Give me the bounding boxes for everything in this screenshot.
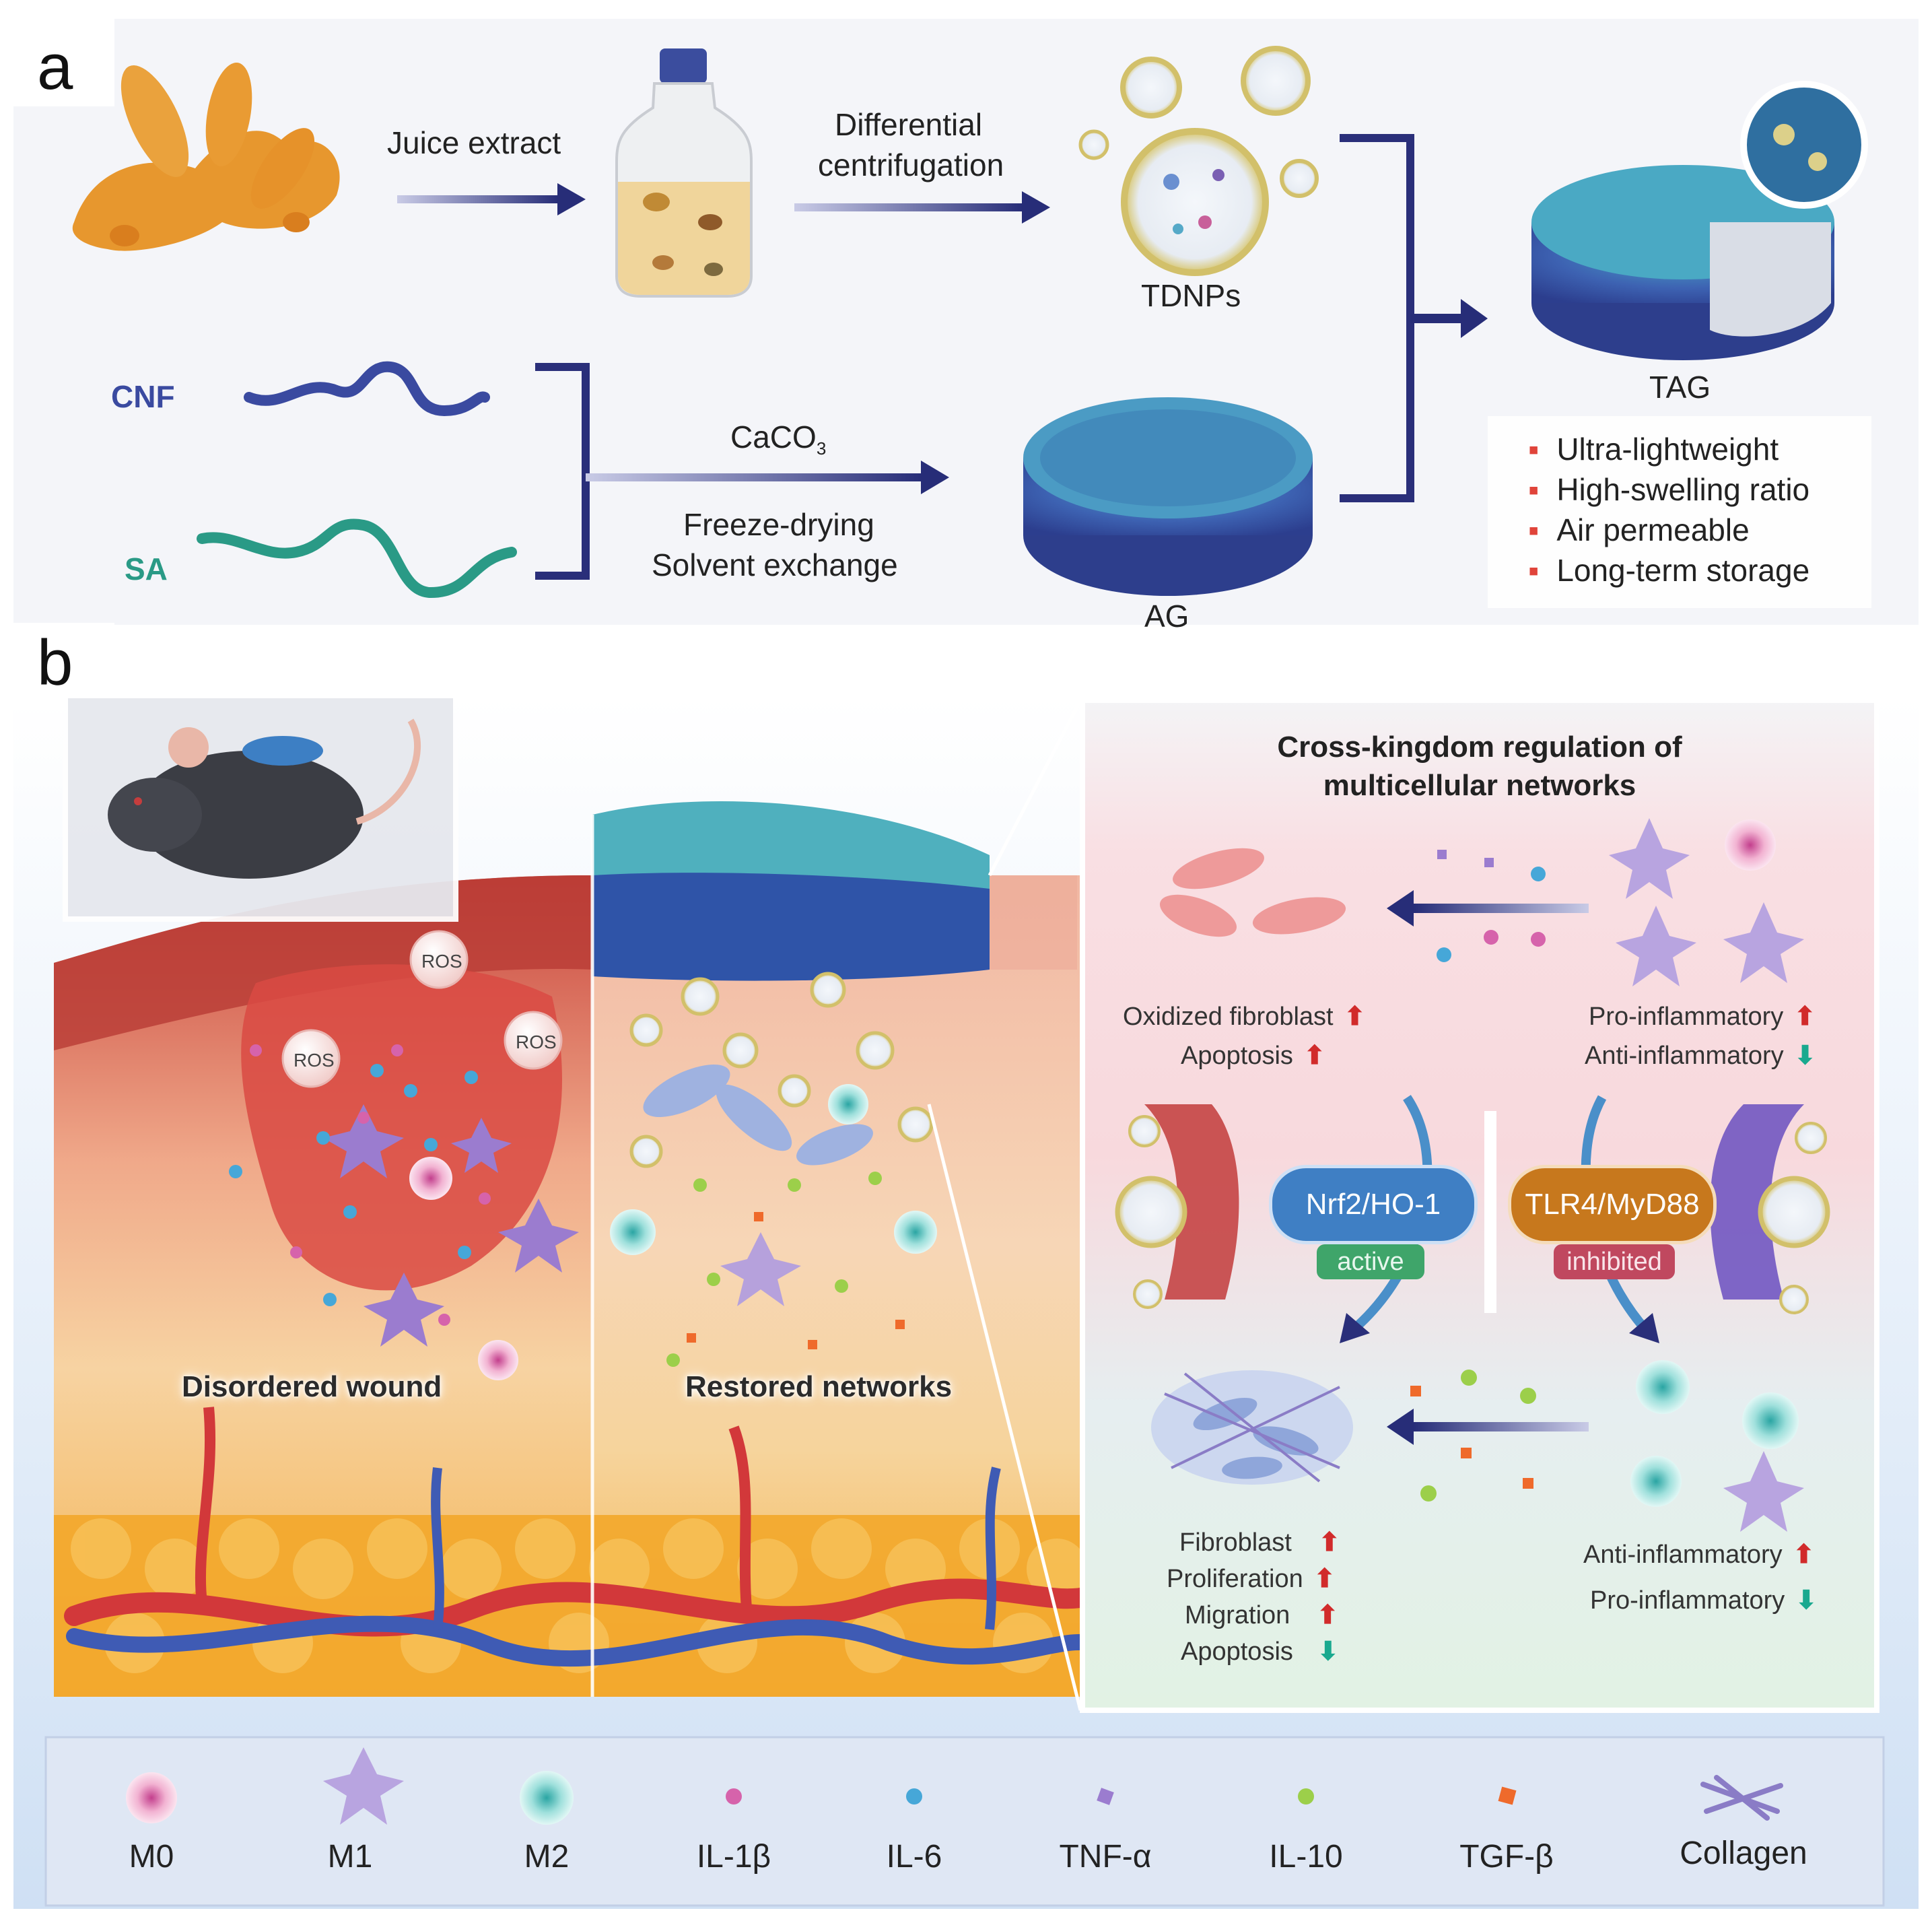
pathway-nrf2-ho1: Nrf2/HO-1 (1269, 1165, 1478, 1244)
arrow-juice-extract (397, 183, 586, 215)
label-tag: TAG (1649, 370, 1711, 405)
effect-item: Fibroblast⬆ (1179, 1528, 1340, 1557)
legend-label-il10: IL-10 (1269, 1839, 1343, 1875)
legend-m2-icon (520, 1771, 574, 1825)
effect-item: Pro-inflammatory⬆ (1589, 1003, 1816, 1031)
label-ag: AG (1144, 599, 1189, 634)
tdnps-vesicles-icon (1078, 46, 1319, 276)
sa-strand (197, 518, 517, 599)
ros-label: ROS (294, 1050, 335, 1071)
step-differential: Differential (835, 107, 983, 142)
label-sa: SA (125, 551, 168, 586)
property-item: ▪Air permeable (1528, 512, 1750, 547)
property-item: ▪Ultra-lightweight (1528, 432, 1779, 467)
oxidized-fibroblast-icon (1159, 848, 1346, 937)
tag-aerogel-icon (1531, 81, 1868, 360)
property-item: ▪Long-term storage (1528, 553, 1810, 588)
legend-label-m0: M0 (129, 1839, 174, 1875)
m1-cells-left (323, 1104, 579, 1347)
ros-bubble-3 (504, 1011, 563, 1070)
legend-tnfa-icon (1097, 1788, 1114, 1805)
legend-label-m1: M1 (327, 1839, 373, 1875)
panel-b-letter: b (37, 627, 73, 699)
legend-bar (44, 1736, 1885, 1907)
step-solvent-exchange: Solvent exchange (652, 547, 898, 582)
m2-cell-1 (1636, 1360, 1690, 1414)
arrow-centrifugation (794, 191, 1050, 224)
regulation-title-line2: multicellular networks (1323, 769, 1636, 802)
legend-label-il6: IL-6 (886, 1839, 942, 1875)
cnf-strand (244, 361, 490, 417)
turmeric-rhizome-icon (72, 62, 340, 251)
effect-item: Apoptosis⬇ (1181, 1638, 1339, 1666)
legend-label-tnfa: TNF-α (1059, 1839, 1152, 1875)
step-freeze-drying: Freeze-drying (683, 507, 874, 542)
bottle-icon (615, 48, 753, 298)
step-centrifugation: centrifugation (818, 147, 1004, 182)
effect-item: Anti-inflammatory⬇ (1585, 1042, 1816, 1070)
ros-bubble-1 (409, 930, 469, 989)
legend-label-il1b: IL-1β (696, 1839, 771, 1875)
effect-item: Apoptosis⬆ (1181, 1042, 1325, 1070)
effect-item: Oxidized fibroblast⬆ (1123, 1003, 1366, 1031)
legend-il6-icon (906, 1788, 922, 1805)
legend-label-tgfb: TGF-β (1459, 1839, 1554, 1875)
m2-cell-3 (1630, 1456, 1682, 1507)
ros-bubble-2 (281, 1029, 341, 1088)
legend-il1b-icon (726, 1788, 742, 1805)
legend-tgfb-icon (1498, 1786, 1517, 1805)
m1-cell-top (1609, 818, 1690, 899)
m2-cell-2 (1742, 1392, 1799, 1449)
effect-item: Pro-inflammatory⬇ (1590, 1586, 1818, 1615)
label-disordered-wound: Disordered wound (182, 1370, 442, 1403)
step-caco3: CaCO3 (730, 419, 827, 459)
legend-collagen-icon (1700, 1775, 1783, 1821)
ros-label: ROS (516, 1032, 557, 1052)
label-tdnps: TDNPs (1141, 278, 1241, 313)
legend-m1-icon (323, 1747, 404, 1825)
mouse-inset-icon (63, 693, 458, 922)
regulation-title-line1: Cross-kingdom regulation of (1277, 731, 1682, 764)
legend-label-collagen: Collagen (1680, 1835, 1807, 1871)
status-inhibited-badge: inhibited (1554, 1244, 1675, 1279)
legend-label-m2: M2 (524, 1839, 570, 1875)
ag-aerogel-icon (1023, 397, 1313, 596)
panel-a-letter: a (37, 31, 73, 103)
label-restored-networks: Restored networks (685, 1370, 953, 1403)
legend-il10-icon (1298, 1788, 1314, 1805)
status-active-badge: active (1317, 1244, 1424, 1279)
ros-label: ROS (421, 951, 462, 972)
effect-item: Proliferation⬆ (1167, 1565, 1336, 1593)
property-item: ▪High-swelling ratio (1528, 472, 1810, 507)
fibroblast-collagen-icon (1151, 1370, 1353, 1485)
effect-item: Migration⬆ (1185, 1601, 1339, 1629)
label-cnf: CNF (111, 379, 175, 414)
pathway-tlr4-myd88: TLR4/MyD88 (1508, 1165, 1717, 1244)
legend-m0-icon (126, 1772, 177, 1823)
step-juice-extract: Juice extract (387, 125, 561, 160)
effect-item: Anti-inflammatory⬆ (1583, 1541, 1815, 1569)
